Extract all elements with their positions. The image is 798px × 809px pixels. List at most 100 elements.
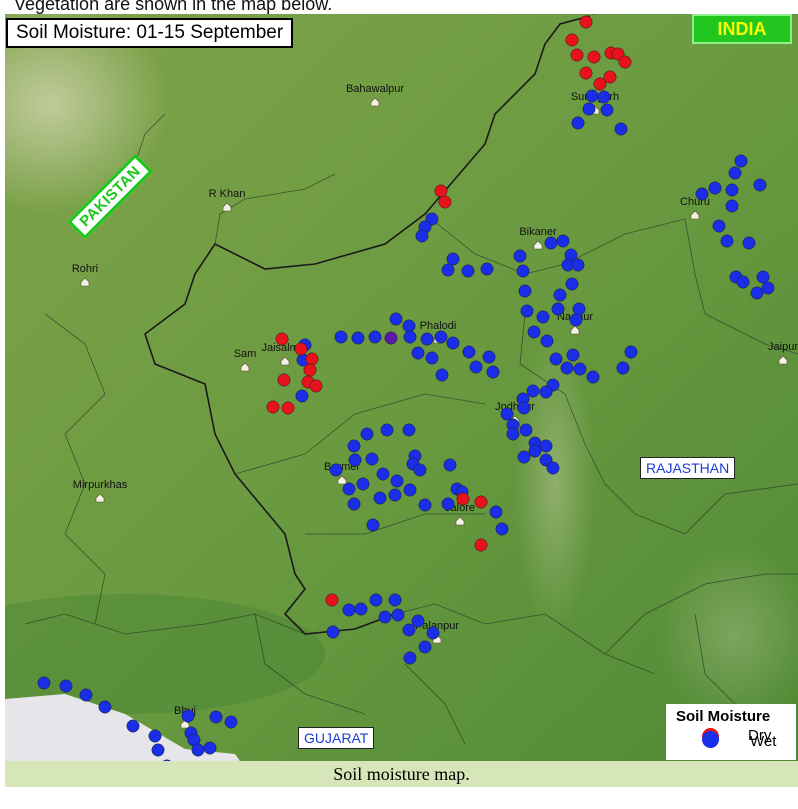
wet-point-31 [513,249,527,263]
wet-point-129 [148,729,162,743]
wet-point-3 [600,103,614,117]
dry-point-4 [587,50,601,64]
wet-point-36 [446,252,460,266]
wet-point-112 [342,603,356,617]
wet-point-53 [539,385,553,399]
dry-point-25 [325,593,339,607]
wet-point-120 [402,623,416,637]
wet-point-109 [495,522,509,536]
wet-point-6 [734,154,748,168]
city-icon-bahawalpur [370,97,380,107]
city-icon-jaisalmer [280,356,290,366]
wet-point-57 [500,407,514,421]
wet-point-11 [753,178,767,192]
city-label-bahawalpur: Bahawalpur [346,83,404,95]
city-icon-mirpurkhas [95,493,105,503]
dry-point-8 [579,66,593,80]
wet-point-48 [573,362,587,376]
wet-point-96 [443,458,457,472]
wet-point-77 [482,350,496,364]
dry-point-14 [294,342,308,356]
city-icon-jaipur [778,355,788,365]
legend-wet-label: Wet [750,733,777,750]
highland-east [655,544,798,724]
wet-point-1 [597,90,611,104]
wet-point-25 [544,236,558,250]
wet-point-102 [329,463,343,477]
wet-point-51 [616,361,630,375]
wet-point-42 [536,310,550,324]
wet-point-60 [519,423,533,437]
wet-point-79 [486,365,500,379]
dry-point-13 [275,332,289,346]
mixed-point-0 [384,331,398,345]
legend: Soil Moisture Dry [666,704,796,760]
city-label-rohri: Rohri [72,263,98,275]
wet-point-122 [418,640,432,654]
wet-point-47 [560,361,574,375]
dry-point-11 [434,184,448,198]
intro-text: Vegetation are shown in the map below. [14,0,333,14]
city-icon-nagaur [570,325,580,335]
wet-point-14 [720,234,734,248]
wet-point-108 [489,505,503,519]
dry-point-18 [277,373,291,387]
wet-point-111 [418,498,432,512]
wet-point-37 [441,263,455,277]
dry-point-15 [305,352,319,366]
wet-point-128 [126,719,140,733]
wet-point-73 [420,332,434,346]
wet-point-114 [369,593,383,607]
wet-point-80 [425,351,439,365]
wet-point-121 [426,626,440,640]
state-label-rajasthan: RAJASTHAN [640,457,736,479]
wet-point-100 [388,488,402,502]
wet-point-118 [326,625,340,639]
wet-point-39 [551,302,565,316]
wet-point-5 [614,122,628,136]
wet-point-19 [761,281,775,295]
wet-point-7 [728,166,742,180]
wet-point-75 [446,336,460,350]
wet-point-64 [528,444,542,458]
wet-point-69 [368,330,382,344]
moisture-points [37,14,775,761]
highland-aravalli [515,334,595,634]
wet-point-90 [348,453,362,467]
dry-point-12 [438,195,452,209]
wet-point-131 [162,759,172,761]
state-label-gujarat: GUJARAT [298,727,375,749]
wet-point-30 [553,288,567,302]
country-label-india: INDIA [692,14,792,44]
wet-point-101 [356,477,370,491]
city-label-palanpur: Palanpur [415,620,459,632]
wet-point-78 [469,360,483,374]
wet-point-43 [527,325,541,339]
wet-point-29 [565,277,579,291]
wet-point-9 [695,187,709,201]
wet-point-88 [402,423,416,437]
wet-point-15 [742,236,756,250]
dry-point-20 [266,400,280,414]
international-border [144,15,591,635]
wet-point-67 [334,330,348,344]
wet-point-103 [342,482,356,496]
dry-point-10 [593,77,607,91]
wet-point-35 [461,264,475,278]
wet-point-24 [556,234,570,248]
dry-point-3 [570,48,584,62]
dry-point-24 [474,538,488,552]
wet-point-87 [380,423,394,437]
wet-point-125 [59,679,73,693]
wet-point-13 [712,219,726,233]
wet-point-33 [518,284,532,298]
wet-point-59 [506,427,520,441]
wet-point-99 [373,491,387,505]
wet-point-18 [756,270,770,284]
dry-point-9 [603,70,617,84]
dry-point-2 [565,33,579,47]
wet-point-44 [540,334,554,348]
wet-point-89 [347,439,361,453]
wet-point-71 [402,319,416,333]
wet-point-81 [435,368,449,382]
